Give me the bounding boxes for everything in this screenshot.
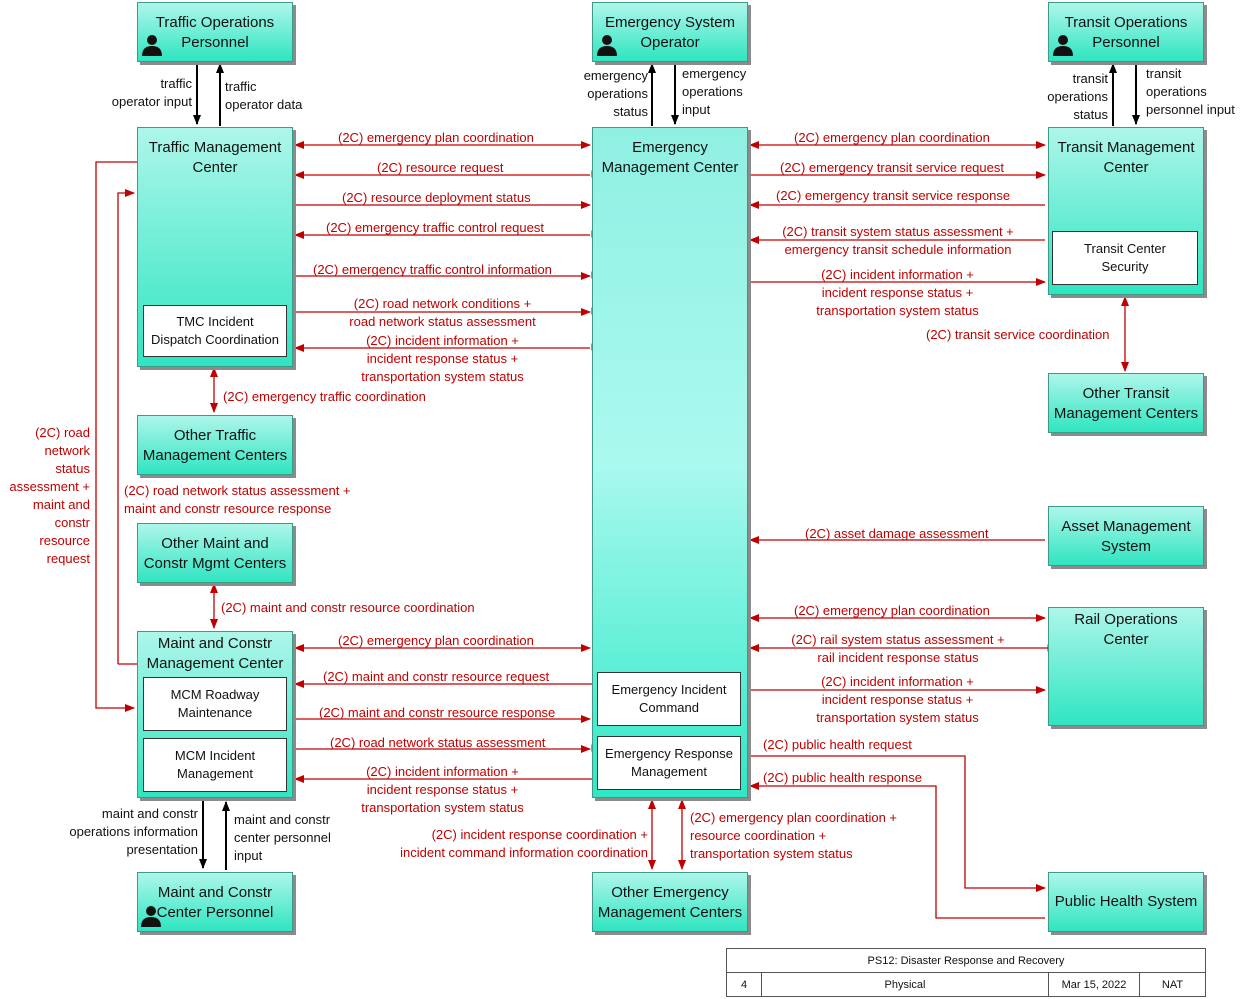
flow-label: (2C) transit service coordination bbox=[926, 327, 1110, 342]
box-label: Asset Management System bbox=[1061, 518, 1191, 555]
date: Mar 15, 2022 bbox=[1048, 972, 1140, 997]
emergency-system-operator-box[interactable]: Emergency System Operator bbox=[592, 2, 748, 62]
box-label: Maint and Constr Center Personnel bbox=[156, 884, 274, 921]
box-label: Traffic Operations Personnel bbox=[155, 14, 275, 51]
flow-label: (2C) asset damage assessment bbox=[805, 526, 989, 541]
asset-management-system-box[interactable]: Asset Management System bbox=[1048, 506, 1204, 566]
flow-label: emergency operations status bbox=[583, 68, 648, 119]
flow-label: (2C) road network status assessment + ma… bbox=[9, 425, 90, 566]
box-label: Other Transit Management Centers bbox=[1053, 385, 1199, 422]
traffic-operations-personnel-box[interactable]: Traffic Operations Personnel bbox=[137, 2, 293, 62]
flow-label: (2C) emergency traffic control request bbox=[326, 220, 544, 235]
mcm-incident-management-subbox[interactable]: MCM Incident Management bbox=[143, 738, 287, 792]
box-label: Transit Management Center bbox=[1057, 139, 1195, 176]
box-label: Other Maint and Constr Mgmt Centers bbox=[143, 535, 287, 572]
flow-label: (2C) road network conditions + road netw… bbox=[349, 296, 536, 329]
flow-label: (2C) emergency plan coordination + resou… bbox=[690, 810, 898, 861]
flow-label: (2C) emergency plan coordination bbox=[338, 130, 534, 145]
public-health-system-box[interactable]: Public Health System bbox=[1048, 872, 1204, 932]
flow-label: (2C) public health response bbox=[763, 770, 922, 785]
flow-label: transit operations status bbox=[1047, 71, 1108, 122]
flow-label: (2C) resource deployment status bbox=[342, 190, 531, 205]
box-label: Other Emergency Management Centers bbox=[597, 884, 743, 921]
person-icon bbox=[142, 35, 162, 56]
box-label: Emergency System Operator bbox=[604, 14, 736, 51]
diagram-title: PS12: Disaster Response and Recovery bbox=[726, 948, 1206, 973]
person-icon bbox=[1053, 35, 1073, 56]
mcm-roadway-maintenance-subbox[interactable]: MCM Roadway Maintenance bbox=[143, 677, 287, 731]
flow-label: (2C) incident information + incident res… bbox=[816, 674, 979, 725]
transit-center-security-subbox[interactable]: Transit Center Security bbox=[1052, 231, 1198, 285]
other-traffic-management-centers-box[interactable]: Other Traffic Management Centers bbox=[137, 415, 293, 475]
view-name: Physical bbox=[761, 972, 1049, 997]
flow-label: (2C) emergency plan coordination bbox=[794, 130, 990, 145]
box-label: Rail Operations Center bbox=[1074, 611, 1178, 648]
flow-label: (2C) emergency transit service request bbox=[780, 160, 1004, 175]
other-maint-constr-centers-box[interactable]: Other Maint and Constr Mgmt Centers bbox=[137, 523, 293, 583]
flow-label: (2C) maint and constr resource request bbox=[323, 669, 550, 684]
flow-label: (2C) road network status assessment bbox=[330, 735, 546, 750]
box-label: Maint and Constr Management Center bbox=[146, 635, 284, 672]
flow-label: (2C) incident response coordination + in… bbox=[400, 827, 648, 860]
flow-label: (2C) incident information + incident res… bbox=[816, 267, 979, 318]
flow-label: emergency operations input bbox=[682, 66, 747, 117]
maint-constr-center-personnel-box[interactable]: Maint and Constr Center Personnel bbox=[137, 872, 293, 932]
transit-operations-personnel-box[interactable]: Transit Operations Personnel bbox=[1048, 2, 1204, 62]
box-label: Public Health System bbox=[1054, 893, 1198, 910]
flow-label: (2C) transit system status assessment + … bbox=[782, 224, 1014, 257]
emergency-incident-command-subbox[interactable]: Emergency Incident Command bbox=[597, 672, 741, 726]
person-icon bbox=[597, 35, 617, 56]
person-icon bbox=[141, 906, 161, 927]
flow-label: (2C) road network status assessment + ma… bbox=[124, 483, 351, 516]
rail-operations-center-box[interactable]: Rail Operations Center bbox=[1048, 607, 1204, 726]
emergency-response-management-subbox[interactable]: Emergency Response Management bbox=[597, 736, 741, 790]
flow-label: (2C) incident information + incident res… bbox=[361, 333, 524, 384]
flow-label: (2C) maint and constr resource coordinat… bbox=[221, 600, 475, 615]
box-label: Transit Operations Personnel bbox=[1064, 14, 1188, 51]
box-label: Emergency Management Center bbox=[601, 139, 739, 176]
flow-label: traffic operator data bbox=[225, 79, 303, 112]
flow-label: (2C) resource request bbox=[377, 160, 504, 175]
flow-label: maint and constr center personnel input bbox=[234, 812, 331, 863]
flow-label: (2C) emergency plan coordination bbox=[794, 603, 990, 618]
title-block: PS12: Disaster Response and Recovery 4 P… bbox=[726, 948, 1206, 997]
flow-label: maint and constr operations information … bbox=[69, 806, 198, 857]
flow-label: transit operations personnel input bbox=[1146, 66, 1235, 117]
flow-label: (2C) emergency plan coordination bbox=[338, 633, 534, 648]
tmc-incident-dispatch-subbox[interactable]: TMC Incident Dispatch Coordination bbox=[143, 305, 287, 357]
other-transit-management-centers-box[interactable]: Other Transit Management Centers bbox=[1048, 373, 1204, 433]
flow-label: (2C) incident information + incident res… bbox=[361, 764, 524, 815]
flow-label: (2C) emergency traffic control informati… bbox=[313, 262, 552, 277]
box-label: Other Traffic Management Centers bbox=[142, 427, 288, 464]
flow-label: traffic operator input bbox=[111, 76, 192, 109]
org: NAT bbox=[1139, 972, 1206, 997]
flow-label: (2C) maint and constr resource response bbox=[319, 705, 556, 720]
box-label: Traffic Management Center bbox=[148, 139, 282, 176]
page-number: 4 bbox=[726, 972, 762, 997]
flow-label: (2C) rail system status assessment + rai… bbox=[791, 632, 1005, 665]
other-emergency-management-centers-box[interactable]: Other Emergency Management Centers bbox=[592, 872, 748, 932]
flow-label: (2C) emergency transit service response bbox=[776, 188, 1011, 203]
flow-label: (2C) public health request bbox=[763, 737, 912, 752]
flow-label: (2C) emergency traffic coordination bbox=[223, 389, 426, 404]
